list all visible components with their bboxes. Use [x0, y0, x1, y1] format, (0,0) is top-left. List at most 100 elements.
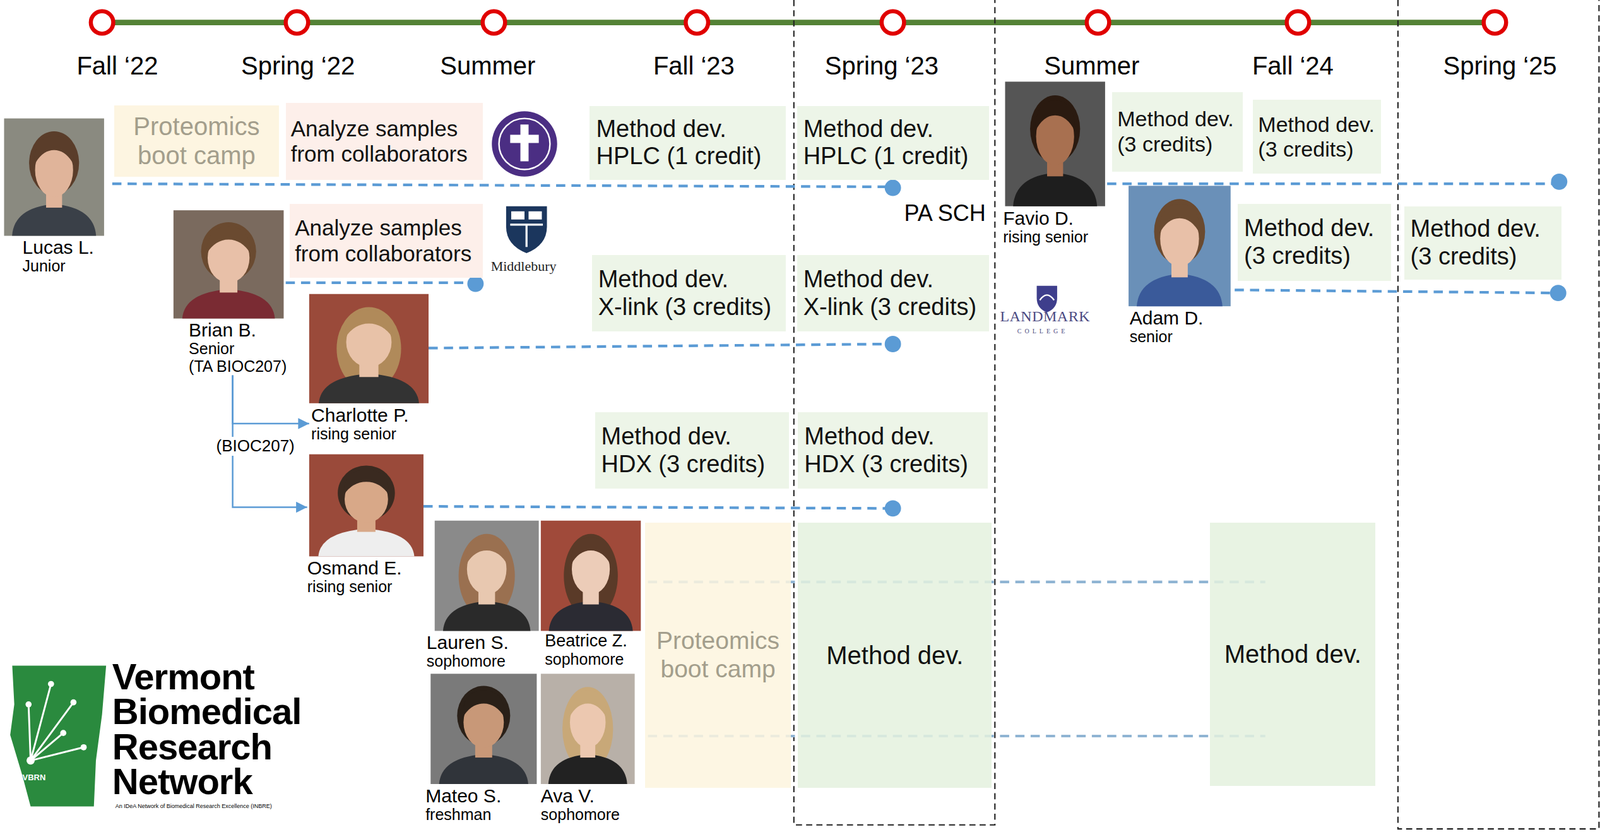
tagline: An IDeA Network of Biomedical Research E… — [115, 802, 273, 810]
photo-ground — [3, 118, 104, 237]
progress-line — [423, 506, 889, 509]
activity-box: Method dev. — [797, 522, 992, 788]
activity-box: Method dev.HPLC (1 credit) — [589, 106, 786, 180]
box-text: Method dev. — [803, 115, 934, 144]
person-photo — [540, 520, 641, 632]
box-text: Method dev. — [1117, 106, 1234, 132]
box-text: Method dev. — [803, 265, 934, 294]
person-name: Ava V. — [540, 785, 635, 806]
network-dots — [25, 681, 87, 765]
person-photo — [1004, 81, 1105, 206]
network-dot — [47, 681, 55, 688]
photo-hair — [343, 469, 389, 495]
person-name: Favio D. — [1002, 207, 1106, 229]
person-role: sophomore — [544, 650, 641, 669]
college-name: COLLEGE — [1017, 327, 1069, 336]
photo-body — [443, 600, 531, 631]
network-dot — [59, 729, 67, 736]
person-role: Senior — [188, 340, 287, 358]
activity-box: Method dev.X-link (3 credits) — [797, 254, 990, 332]
arrow-connector — [232, 374, 310, 424]
photo-space — [1004, 81, 1105, 206]
photo-hair — [1035, 100, 1075, 132]
network-dot — [70, 699, 78, 706]
person-role: sophomore — [426, 652, 540, 671]
shield-mark — [511, 211, 525, 220]
activity-box: Proteomics boot camp — [114, 105, 279, 177]
photo-ground — [540, 520, 641, 632]
person-name: Adam D. — [1129, 307, 1231, 329]
box-text: HPLC (1 credit) — [803, 142, 969, 171]
box-text: Proteomics boot camp — [120, 111, 273, 170]
person-role: sophomore — [540, 805, 635, 824]
photo-ground — [173, 210, 285, 319]
shield-mark — [528, 211, 542, 220]
person-role: rising senior — [307, 578, 424, 596]
timeline-marker — [1086, 11, 1110, 35]
person-name: Lauren S. — [426, 631, 540, 653]
box-text: X-link (3 credits) — [598, 293, 772, 322]
box-text: Method dev. — [1410, 215, 1541, 243]
activity-box: Proteomics boot camp — [645, 522, 792, 788]
photo-space — [434, 520, 540, 632]
person-photo — [1128, 185, 1231, 307]
term-frame — [1398, 0, 1599, 829]
person-name: Beatrice Z. — [544, 631, 641, 651]
person-photo — [309, 294, 429, 404]
photo-ground — [309, 294, 429, 404]
person-role: senior — [1129, 328, 1231, 346]
box-text: (3 credits) — [1244, 242, 1351, 271]
photo-hair — [1159, 203, 1201, 235]
photo-space — [3, 118, 104, 237]
photo-space — [173, 210, 285, 319]
network-dot — [26, 756, 35, 765]
photo-hair — [206, 226, 251, 254]
person-card: Adam D.senior — [1128, 185, 1231, 346]
person-name: Lucas L. — [22, 236, 105, 258]
box-text: Method dev. — [826, 640, 964, 670]
seal-cross — [509, 124, 539, 161]
box-text: Analyze samples from collaborators — [290, 116, 478, 168]
progress-lines — [112, 183, 1556, 736]
person-role: rising senior — [311, 425, 429, 444]
college-name: LANDMARK — [999, 308, 1091, 326]
shield-mark — [509, 224, 543, 248]
box-text: Method dev. — [601, 422, 732, 451]
person-role: freshman — [425, 805, 537, 824]
photo-body — [439, 754, 529, 784]
network-lines — [28, 684, 84, 761]
box-text: HDX (3 credits) — [804, 450, 969, 479]
progress-line — [285, 281, 472, 285]
person-name: Charlotte P. — [311, 404, 429, 426]
box-text: Proteomics boot camp — [651, 626, 786, 684]
box-text: (3 credits) — [1117, 131, 1213, 157]
term-label: Summer — [439, 51, 536, 81]
network-line — [28, 684, 84, 761]
term-label: Fall ‘24 — [1252, 51, 1334, 81]
photo-ground — [1128, 185, 1231, 307]
box-text: (3 credits) — [1410, 242, 1518, 271]
person-role: Junior — [22, 257, 105, 276]
photo-space — [309, 453, 424, 557]
activity-box: Method dev. — [1209, 522, 1376, 786]
box-text: HPLC (1 credit) — [595, 142, 762, 171]
photo-hair — [34, 135, 74, 165]
activity-box: Method dev.(3 credits) — [1112, 92, 1243, 172]
timeline-marker — [881, 11, 905, 35]
photo-hair — [462, 690, 505, 719]
logo-text: VBRN — [22, 773, 47, 783]
timeline-marker — [285, 11, 309, 35]
term-label: Fall ‘22 — [76, 51, 158, 81]
person-card: Beatrice Z.sophomore — [540, 520, 641, 669]
photo-body — [318, 528, 415, 557]
person-card: Osmand E.rising senior — [307, 453, 424, 596]
photo-hair — [568, 690, 606, 719]
photo-body — [182, 289, 276, 319]
person-photo — [434, 520, 540, 632]
course-label: (BIOC207) — [214, 436, 297, 456]
seal-disc — [491, 111, 557, 177]
term-label: Fall ‘23 — [653, 51, 735, 81]
photo-space — [430, 673, 537, 784]
activity-box: Method dev.(3 credits) — [1252, 99, 1381, 173]
progress-line — [1107, 182, 1556, 185]
